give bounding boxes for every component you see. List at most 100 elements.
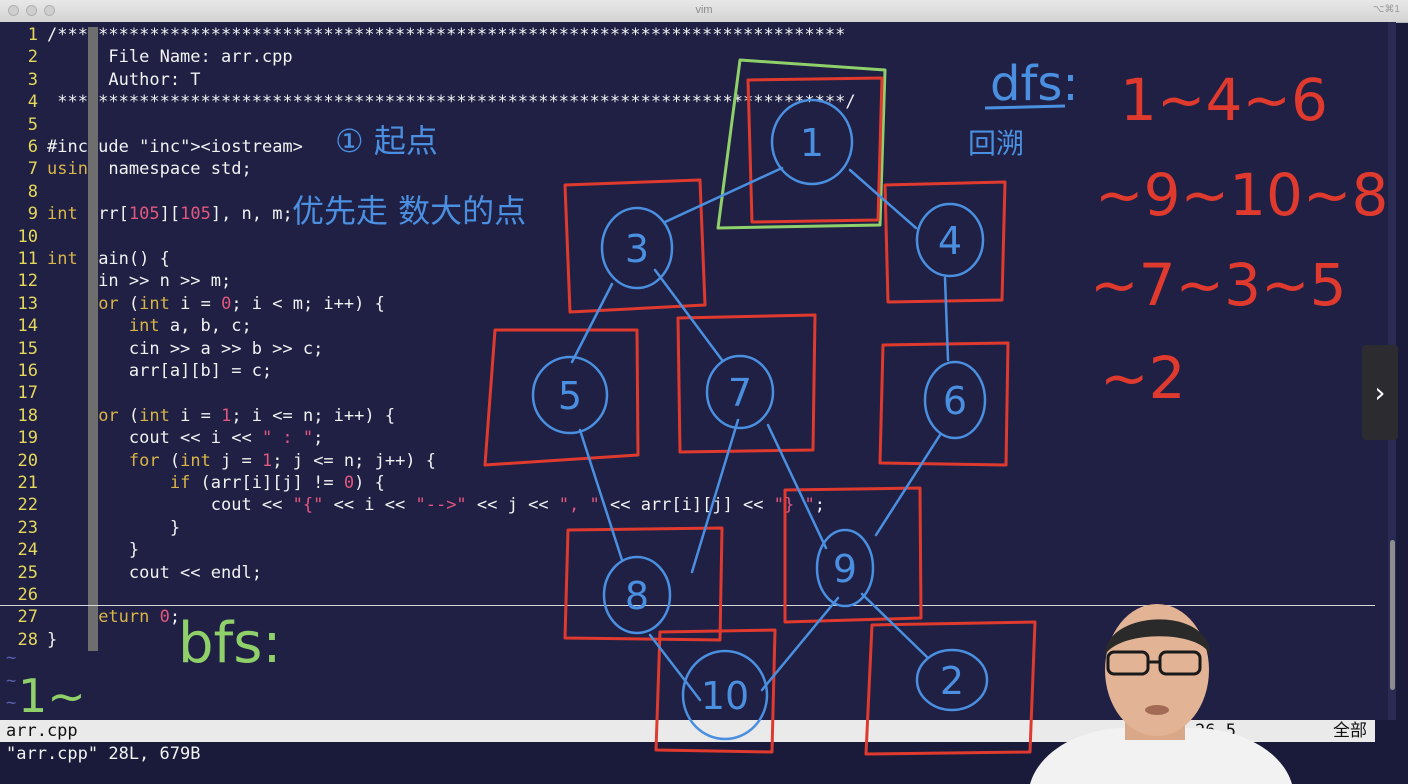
code-line[interactable]: 5	[0, 114, 1375, 136]
line-number: 13	[17, 293, 38, 314]
code-line[interactable]: 24 }	[0, 539, 1375, 561]
code-line[interactable]: 6#include "inc"><iostream>	[0, 136, 1375, 158]
code-line[interactable]: 1/**************************************…	[0, 24, 1375, 46]
code-line[interactable]: 20 for (int j = 1; j <= n; j++) {	[0, 450, 1375, 472]
line-number: 28	[17, 629, 38, 650]
code-line[interactable]: 23 }	[0, 517, 1375, 539]
svg-text:8: 8	[625, 574, 649, 618]
line-number: 7	[27, 159, 38, 180]
code-text: #include "inc"><iostream>	[47, 137, 303, 157]
presenter-video	[1030, 604, 1292, 784]
empty-buffer-line: ~	[6, 670, 17, 691]
code-line[interactable]: 13 for (int i = 0; i < m; i++) {	[0, 293, 1375, 315]
code-line[interactable]: 19 cout << i << " : ";	[0, 427, 1375, 449]
code-text: cout << i << " : ";	[47, 428, 324, 449]
line-number: 11	[17, 249, 38, 269]
line-number: 19	[17, 428, 38, 449]
code-line[interactable]: 7 using namespace std;	[0, 158, 1375, 180]
code-text: }	[47, 629, 58, 650]
code-text: arr[a][b] = c;	[47, 361, 273, 381]
line-number: 22	[17, 495, 38, 516]
code-text: for (int j = 1; j <= n; j++) {	[128, 450, 437, 471]
line-number: 4	[27, 92, 38, 113]
svg-text:7: 7	[728, 371, 752, 415]
minimize-window-button[interactable]	[26, 5, 37, 16]
code-text: int a, b, c;	[128, 316, 252, 337]
line-number: 17	[17, 383, 38, 404]
code-line[interactable]: 15 cin >> a >> b >> c;	[0, 338, 1375, 360]
line-number: 25	[17, 562, 38, 583]
code-text: return 0;	[87, 607, 181, 628]
svg-text:4: 4	[938, 219, 962, 263]
annotation-dfs-line4: ~2	[1100, 344, 1186, 412]
window-title: vim	[695, 4, 713, 16]
line-number: 12	[17, 271, 38, 292]
code-text: }	[128, 540, 140, 561]
indent-guide	[88, 27, 98, 651]
line-number: 21	[17, 473, 38, 493]
annotation-priority: 优先走 数大的点	[292, 192, 526, 230]
svg-text:10: 10	[701, 674, 749, 718]
line-number: 16	[17, 361, 38, 381]
code-line[interactable]: 10	[0, 226, 1375, 248]
code-line[interactable]: 12 cin >> n >> m;	[0, 270, 1375, 292]
code-text: int arr[105][105], n, m;	[47, 204, 293, 225]
node-labels: 1 3 4 5 7 6 8 9 10 2	[558, 121, 967, 718]
line-number: 20	[17, 450, 38, 471]
code-text: /***************************************…	[47, 25, 846, 45]
code-line[interactable]: 27 return 0;	[0, 606, 1375, 628]
code-text: if (arr[i][j] != 0) {	[169, 473, 385, 493]
status-filename: arr.cpp	[6, 721, 78, 741]
close-window-button[interactable]	[8, 5, 19, 16]
code-text: cin >> a >> b >> c;	[47, 338, 324, 359]
svg-text:6: 6	[943, 379, 967, 423]
node-7	[705, 354, 775, 430]
vim-editor[interactable]: 1 /**************************************…	[0, 22, 1396, 720]
svg-text:2: 2	[940, 659, 964, 703]
svg-text:5: 5	[558, 374, 582, 418]
node-8	[602, 555, 672, 635]
start-node-highlight	[716, 58, 887, 230]
line-number: 14	[17, 316, 38, 337]
empty-buffer-line: ~	[6, 648, 17, 669]
node-2	[915, 648, 989, 712]
code-line[interactable]: 4 **************************************…	[0, 91, 1375, 113]
annotation-bfs: bfs:	[178, 611, 281, 676]
code-text: for (int i = 0; i < m; i++) {	[87, 293, 385, 314]
annotation-dfs-line1: 1~4~6	[1120, 66, 1328, 134]
line-number: 24	[17, 540, 38, 561]
next-slide-button[interactable]: ›	[1362, 345, 1398, 440]
zoom-window-button[interactable]	[44, 5, 55, 16]
node-3	[600, 206, 674, 290]
code-line[interactable]: 8	[0, 181, 1375, 203]
line-number: 26	[17, 585, 38, 605]
svg-text:1: 1	[800, 121, 824, 165]
code-text: using namespace std;	[47, 159, 252, 180]
code-line[interactable]: 16 arr[a][b] = c;	[0, 360, 1375, 382]
graph-edges	[570, 166, 950, 702]
annotation-dfs-line3: ~7~3~5	[1090, 251, 1347, 319]
line-number: 23	[17, 517, 38, 538]
code-line[interactable]: 25 cout << endl;	[0, 562, 1375, 584]
node-9	[815, 528, 875, 608]
node-1	[770, 98, 854, 186]
line-number: 2	[27, 47, 38, 68]
node-10	[681, 649, 769, 741]
line-number: 10	[17, 226, 38, 247]
command-message: "arr.cpp" 28L, 679B	[6, 744, 201, 764]
annotation-start: ① 起点	[335, 122, 438, 160]
code-text: }	[47, 517, 181, 538]
annotation-bfs-start: 1~	[18, 669, 86, 723]
annotation-dfs-label: dfs:	[990, 56, 1079, 112]
code-line[interactable]: 28}	[0, 629, 1375, 651]
node-4	[915, 202, 985, 278]
svg-text:9: 9	[833, 547, 857, 591]
code-line[interactable]: 14 int a, b, c;	[0, 315, 1375, 337]
code-line[interactable]: 21 if (arr[i][j] != 0) {	[0, 472, 1375, 494]
line-number: 27	[17, 607, 38, 628]
scrollbar-thumb[interactable]	[1390, 540, 1395, 690]
node-6	[923, 360, 987, 440]
chevron-right-icon: ›	[1374, 376, 1386, 409]
